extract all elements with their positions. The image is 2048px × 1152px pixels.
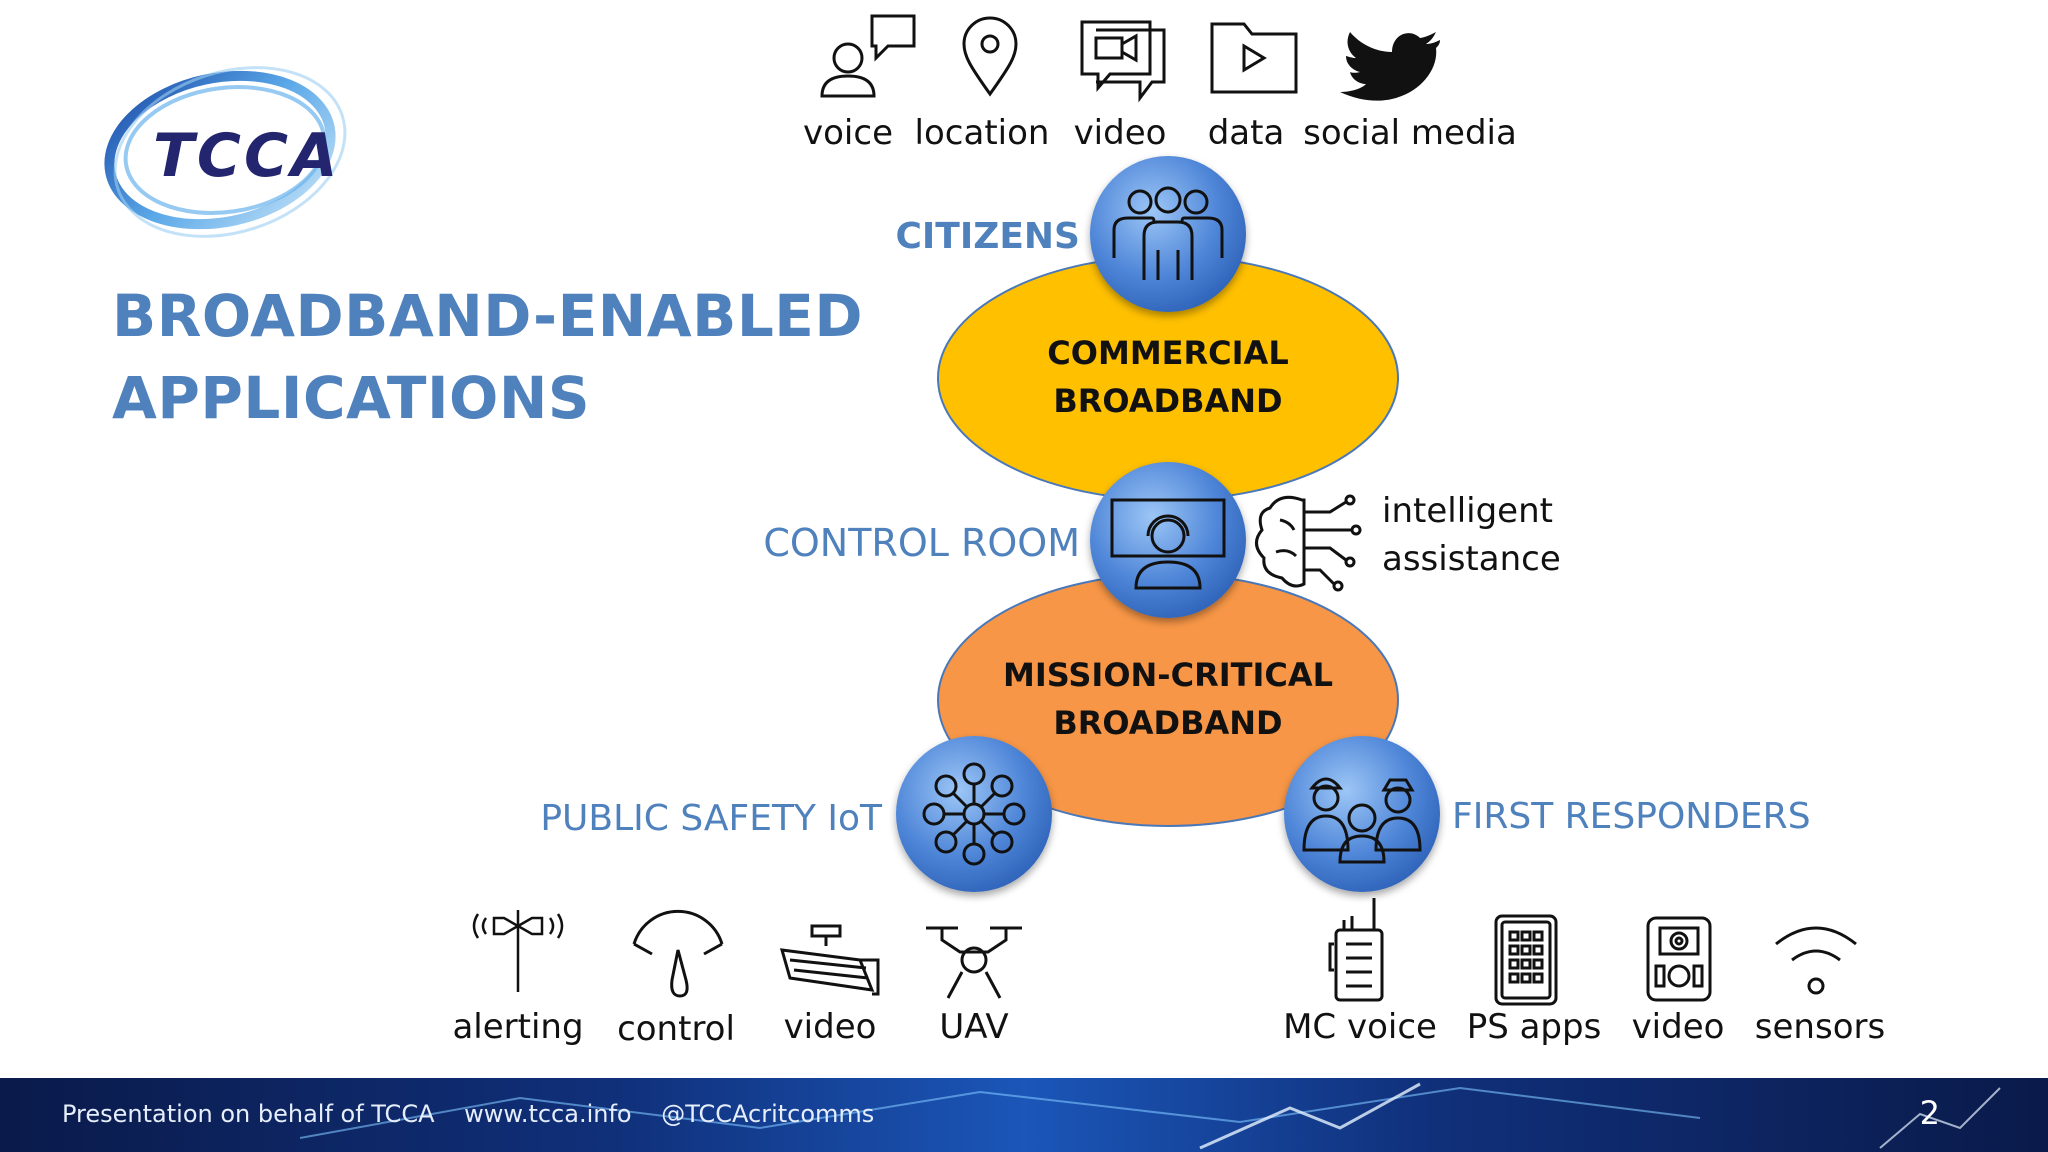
title-line-2: APPLICATIONS <box>112 364 591 432</box>
intelligent-label-2: assistance <box>1382 539 1561 579</box>
top-app-location: location <box>915 16 1050 153</box>
iot-app-label: control <box>617 1009 735 1049</box>
iot-app-label: video <box>784 1007 877 1047</box>
iot-label: PUBLIC SAFETY IoT <box>540 798 883 839</box>
cctv-camera-icon <box>779 924 880 996</box>
responder-app-sensors: sensors <box>1755 926 1885 1047</box>
twitter-bird-icon <box>1340 32 1440 101</box>
responder-app-label: sensors <box>1755 1007 1885 1047</box>
title-line-1: BROADBAND-ENABLED <box>112 282 864 350</box>
iot-app-control: control <box>617 910 735 1049</box>
node-first-responders <box>1284 736 1440 892</box>
footer-handle[interactable]: @TCCAcritcomms <box>661 1100 875 1128</box>
responder-app-label: PS apps <box>1467 1007 1602 1047</box>
page-number: 2 <box>1919 1094 1940 1132</box>
citizens-label: CITIZENS <box>895 216 1080 257</box>
top-app-label: voice <box>803 113 893 153</box>
phone-apps-icon <box>1494 914 1558 1006</box>
drone-icon <box>926 926 1022 999</box>
siren-speaker-icon <box>472 910 564 992</box>
tcca-logo: TCCA <box>104 66 347 238</box>
first-responders-icon <box>1302 777 1422 864</box>
top-app-label: video <box>1074 113 1167 153</box>
network-hub-icon <box>922 762 1026 866</box>
responder-app-mc-voice: MC voice <box>1283 898 1437 1047</box>
footer-bar: Presentation on behalf of TCCA www.tcca.… <box>0 1078 2048 1152</box>
footer-website[interactable]: www.tcca.info <box>464 1100 632 1128</box>
operator-headset-icon <box>1110 498 1226 590</box>
iot-app-label: alerting <box>452 1007 583 1047</box>
logo-text: TCCA <box>153 121 340 191</box>
data-folder-icon <box>1210 22 1298 94</box>
voice-chat-icon <box>820 14 916 98</box>
iot-app-label: UAV <box>939 1007 1008 1047</box>
responder-app-ps-apps: PS apps <box>1467 914 1602 1047</box>
gauge-icon <box>632 910 724 998</box>
footer-presenter: Presentation on behalf of TCCA <box>62 1100 435 1128</box>
radio-handset-icon <box>1328 898 1384 1002</box>
mission-label-1: MISSION-CRITICAL <box>1003 656 1333 694</box>
iot-app-uav: UAV <box>926 926 1022 1047</box>
control-room-label: CONTROL ROOM <box>763 521 1080 565</box>
diagram: voice location video data <box>452 14 1885 1049</box>
ai-brain-icon <box>1255 494 1362 592</box>
top-app-data: data <box>1208 22 1298 153</box>
node-public-safety-iot <box>896 736 1052 892</box>
responder-app-label: video <box>1632 1007 1725 1047</box>
commercial-label-2: BROADBAND <box>1053 382 1282 420</box>
video-chat-icon <box>1080 20 1166 103</box>
iot-app-alerting: alerting <box>452 910 584 1047</box>
location-pin-icon <box>962 16 1018 97</box>
node-control-room <box>1090 462 1246 618</box>
top-app-social: social media <box>1303 32 1517 153</box>
top-app-label: location <box>915 113 1050 153</box>
page-title: BROADBAND-ENABLED APPLICATIONS <box>112 275 863 439</box>
mission-label-2: BROADBAND <box>1053 704 1282 742</box>
responder-app-video: video <box>1632 916 1725 1047</box>
iot-app-video: video <box>779 924 880 1047</box>
top-app-video: video <box>1074 20 1167 153</box>
top-app-label: data <box>1208 113 1285 153</box>
commercial-label-1: COMMERCIAL <box>1047 334 1288 372</box>
footer-lightning-decoration <box>299 1082 2001 1150</box>
people-group-icon <box>1112 186 1224 280</box>
footer-text: Presentation on behalf of TCCA www.tcca.… <box>62 1100 896 1128</box>
top-app-label: social media <box>1303 113 1517 153</box>
intelligent-label-1: intelligent <box>1382 491 1553 531</box>
wifi-sensor-icon <box>1775 926 1857 995</box>
responder-app-label: MC voice <box>1283 1007 1437 1047</box>
responders-label: FIRST RESPONDERS <box>1452 796 1811 837</box>
node-citizens <box>1090 156 1246 312</box>
top-app-voice: voice <box>803 14 916 153</box>
bodycam-icon <box>1646 916 1712 1002</box>
